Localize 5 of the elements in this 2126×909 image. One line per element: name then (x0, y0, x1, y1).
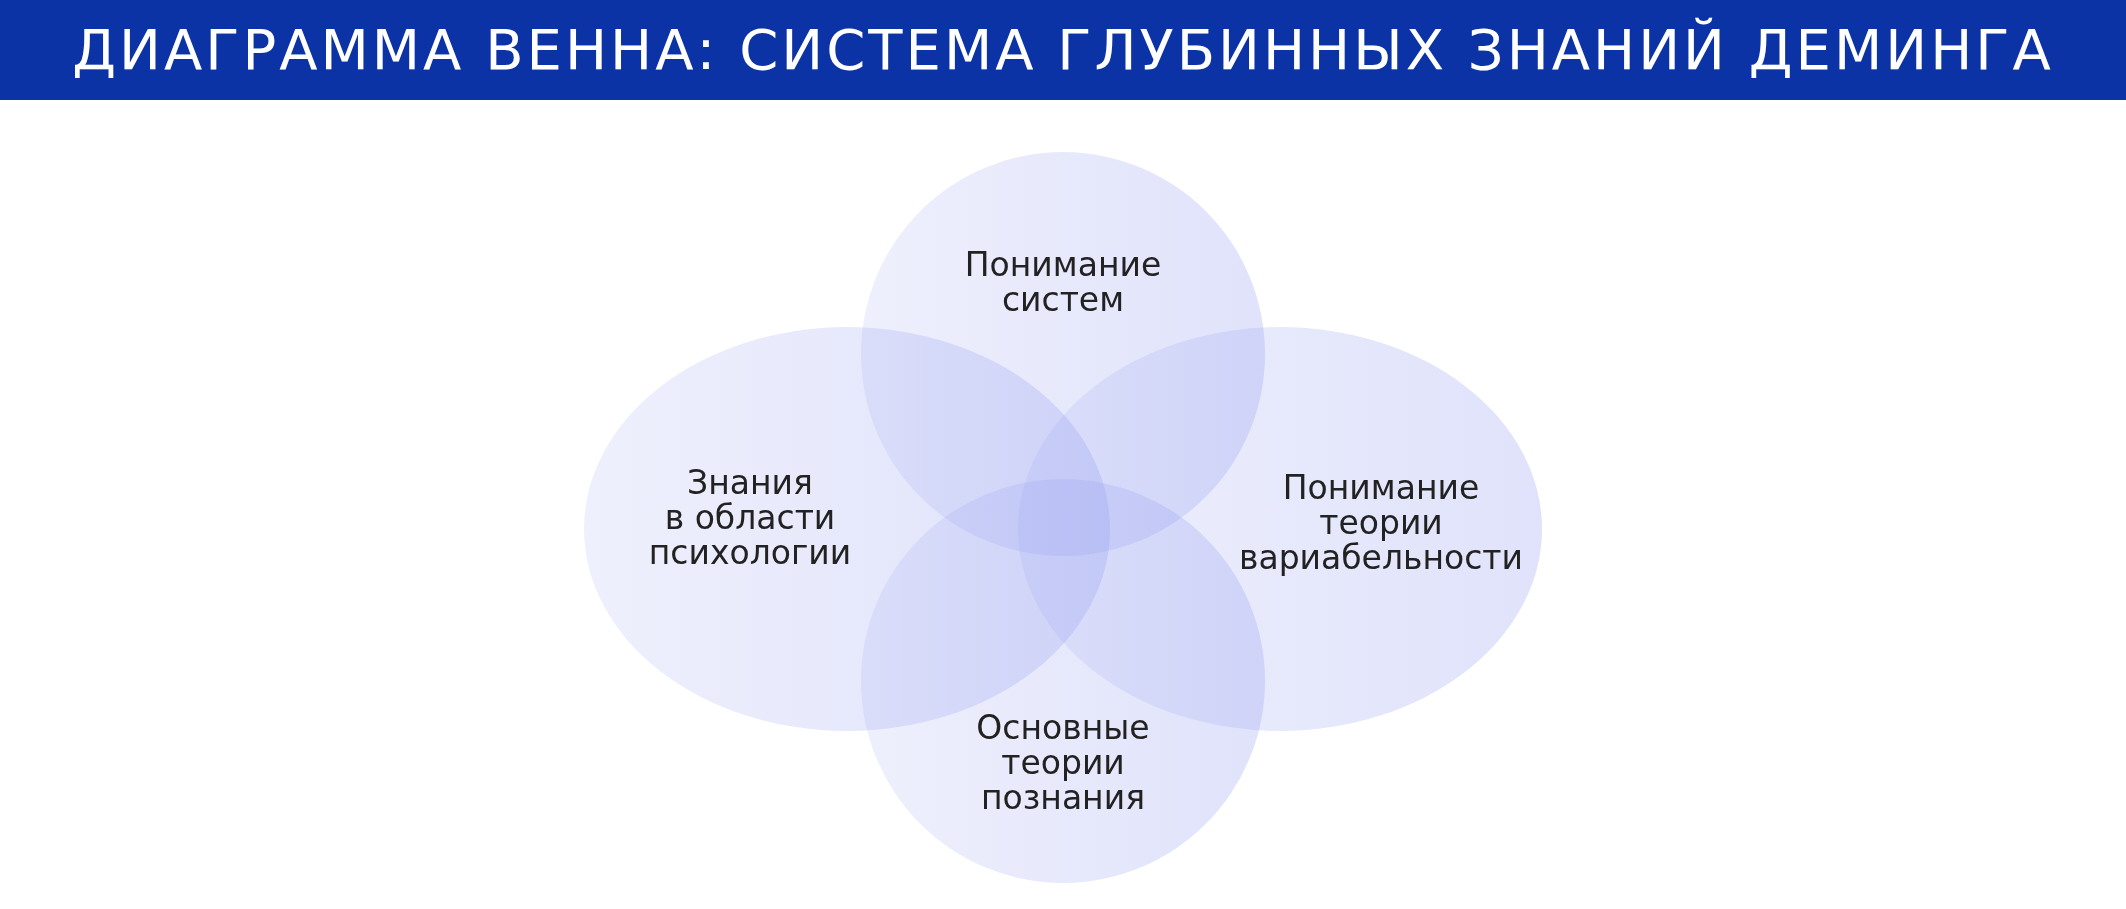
set-label: Понимание систем (964, 247, 1162, 317)
set-label: Понимание теории вариабельности (1238, 469, 1524, 575)
set-label: Основные теории познания (976, 709, 1150, 815)
diagram-title: ДИАГРАММА ВЕННА: СИСТЕМА ГЛУБИННЫХ ЗНАНИЙ ДЕМИНГА (72, 18, 2054, 82)
set-label: Знания в области психологии (648, 464, 852, 570)
